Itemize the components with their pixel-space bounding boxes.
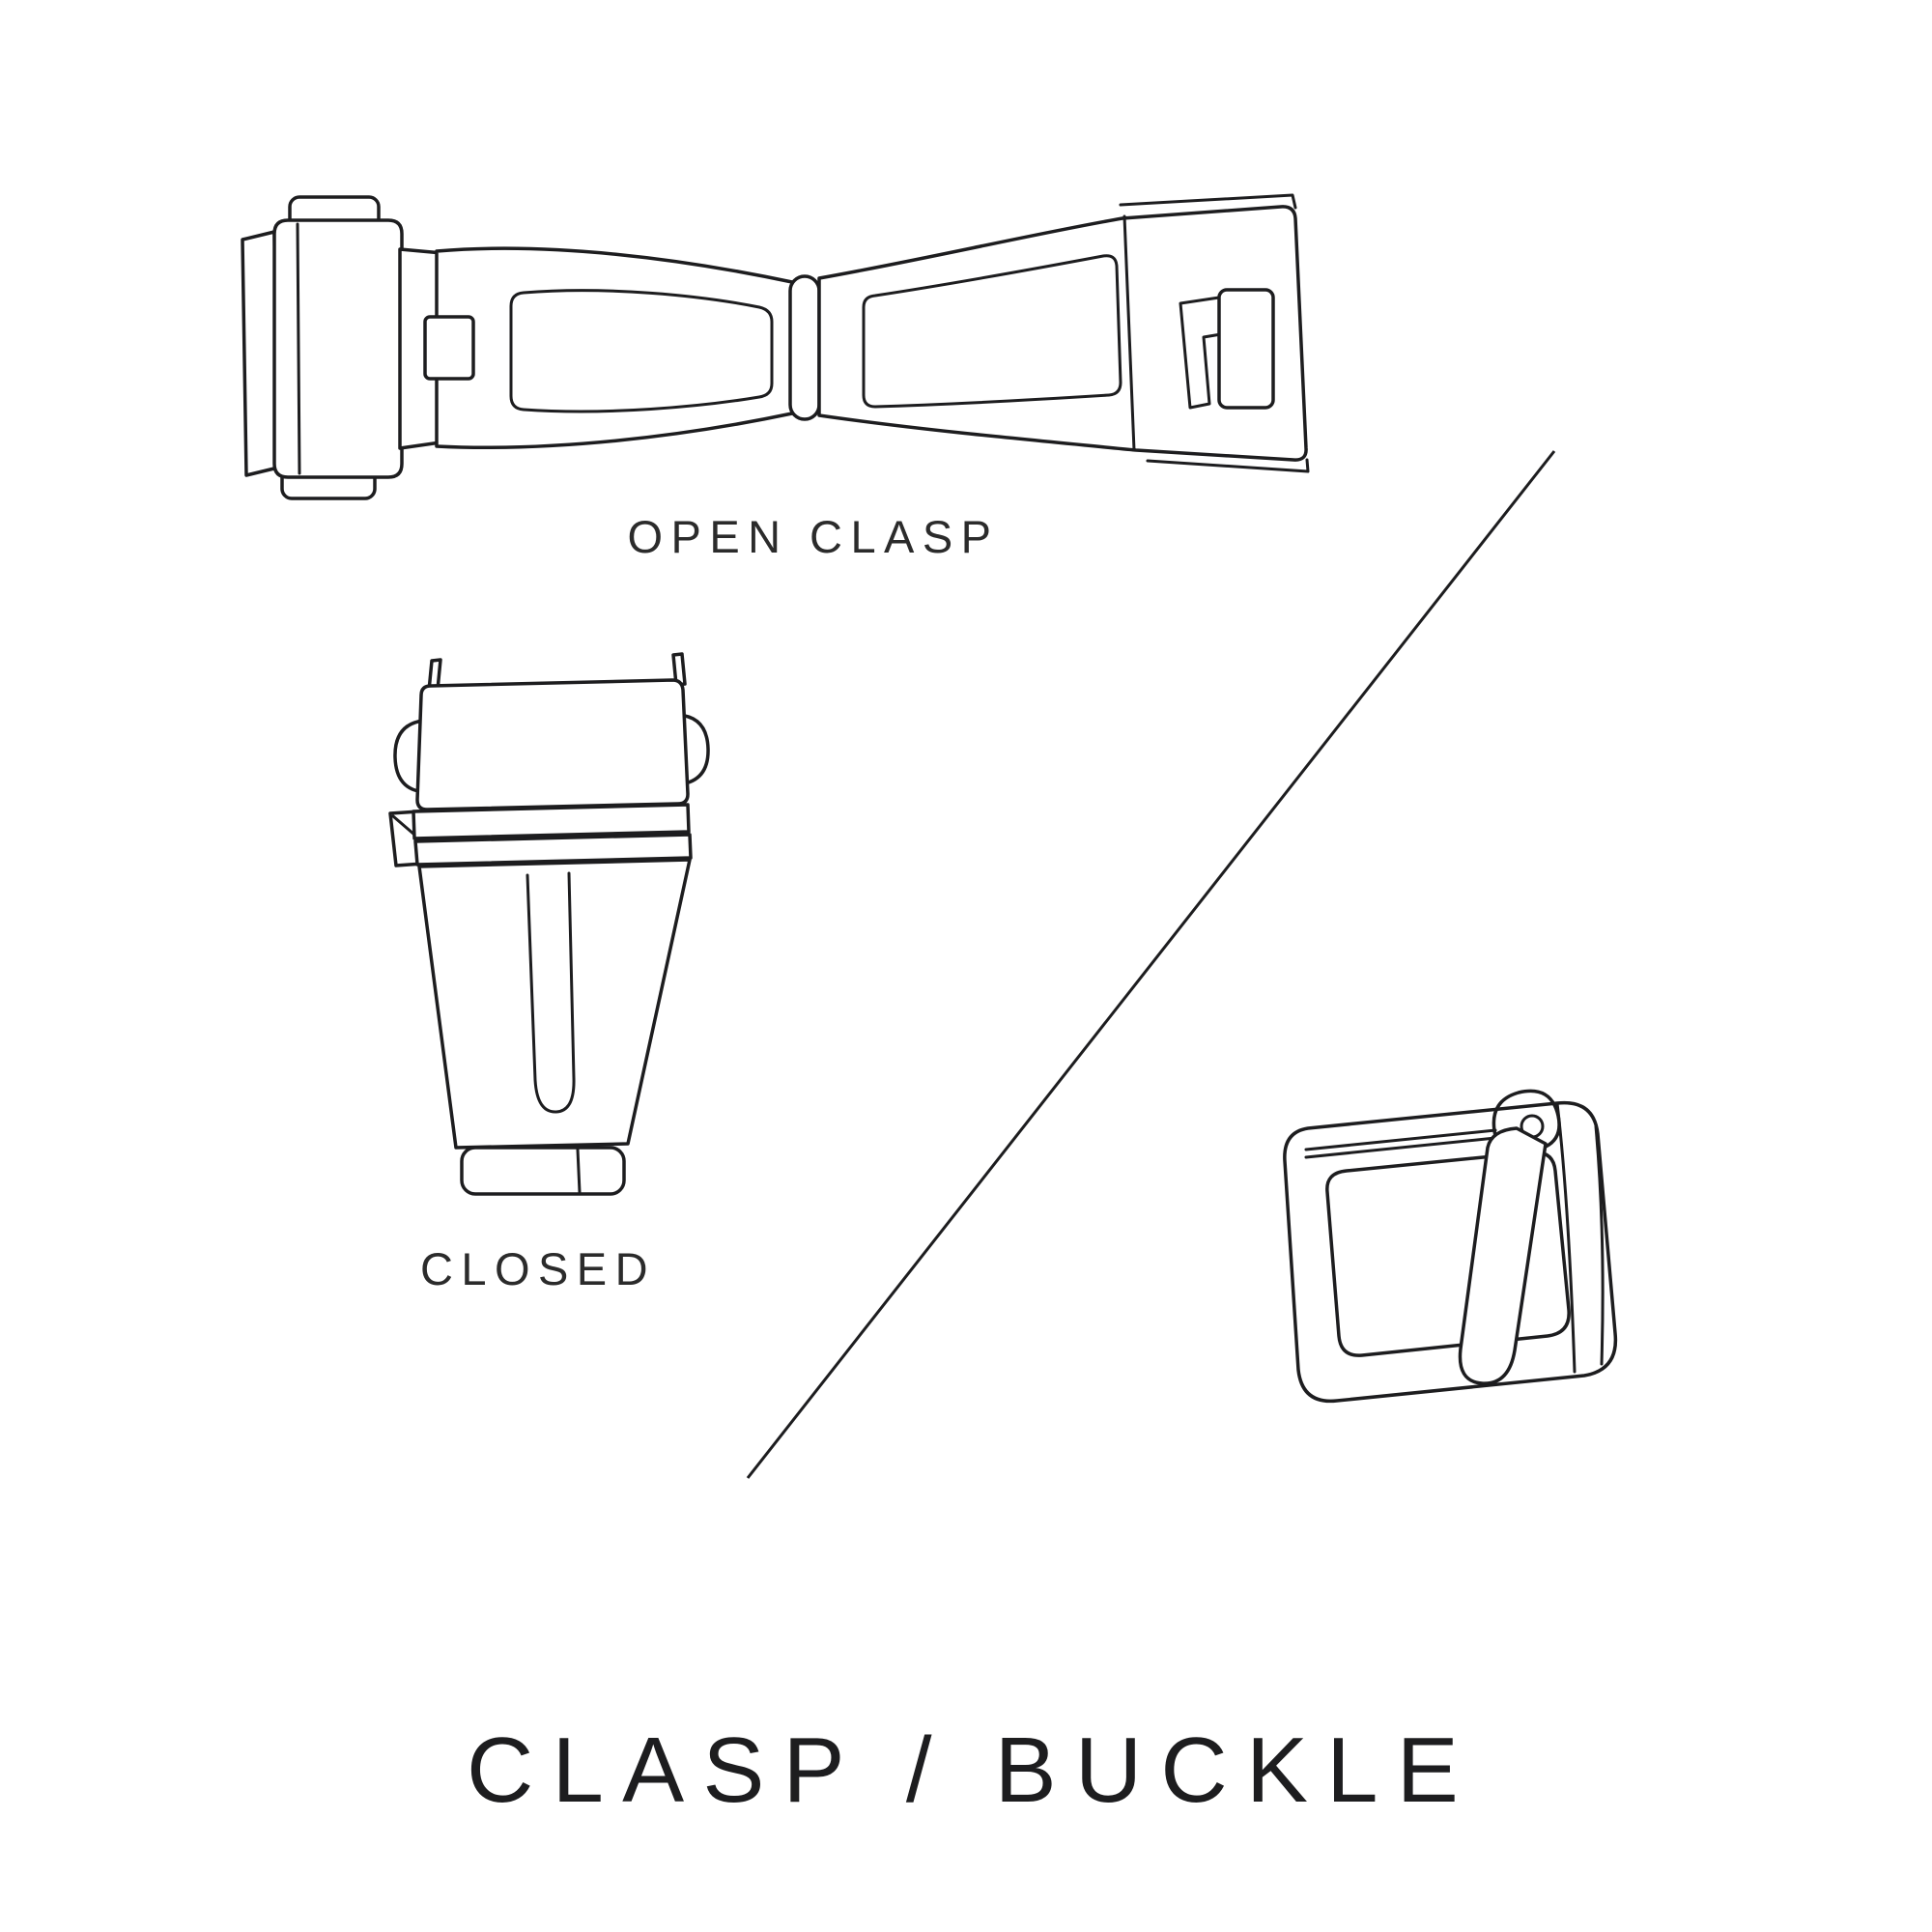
open-clasp-cover-seam — [296, 222, 301, 475]
closed-clasp-label: CLOSED — [419, 1243, 657, 1294]
closed-clasp-top-block — [415, 678, 690, 811]
open-clasp-plate-bottom-edge — [1146, 458, 1310, 473]
buckle-tang-loop — [1492, 1089, 1561, 1149]
buckle-right-bar-edge — [1594, 1124, 1605, 1366]
open-clasp-label: OPEN CLASP — [627, 511, 1000, 562]
closed-clasp-band-2 — [413, 833, 693, 867]
open-clasp-hole — [1217, 288, 1275, 410]
closed-clasp-body — [417, 858, 692, 1150]
open-clasp-hinge — [788, 274, 821, 421]
buckle-pin-axle-bottom — [1304, 1136, 1497, 1159]
closed-clasp-illustration — [388, 652, 710, 1196]
open-clasp-notch — [423, 315, 475, 381]
closed-clasp-prong-right — [671, 652, 687, 687]
open-clasp-left-arm-inner — [509, 289, 774, 413]
closed-clasp-inner-channel — [526, 871, 576, 1114]
tang-buckle-illustration — [1283, 1089, 1618, 1404]
closed-clasp-band-1 — [412, 803, 691, 840]
buckle-pin-axle-top — [1304, 1128, 1497, 1151]
open-clasp-illustration — [241, 193, 1310, 500]
closed-clasp-base-seam — [576, 1148, 582, 1194]
open-clasp-right-arm-inner — [862, 254, 1122, 409]
closed-clasp-base — [460, 1146, 626, 1196]
open-clasp-cover-block — [272, 218, 404, 479]
diagram-title: CLASP / BUCKLE — [466, 1719, 1478, 1822]
diagonal-divider — [746, 450, 1556, 1479]
open-clasp-plate-seam — [1122, 214, 1136, 452]
open-clasp-plate-top-edge — [1119, 193, 1297, 210]
buckle-tang-tongue — [1458, 1126, 1548, 1385]
